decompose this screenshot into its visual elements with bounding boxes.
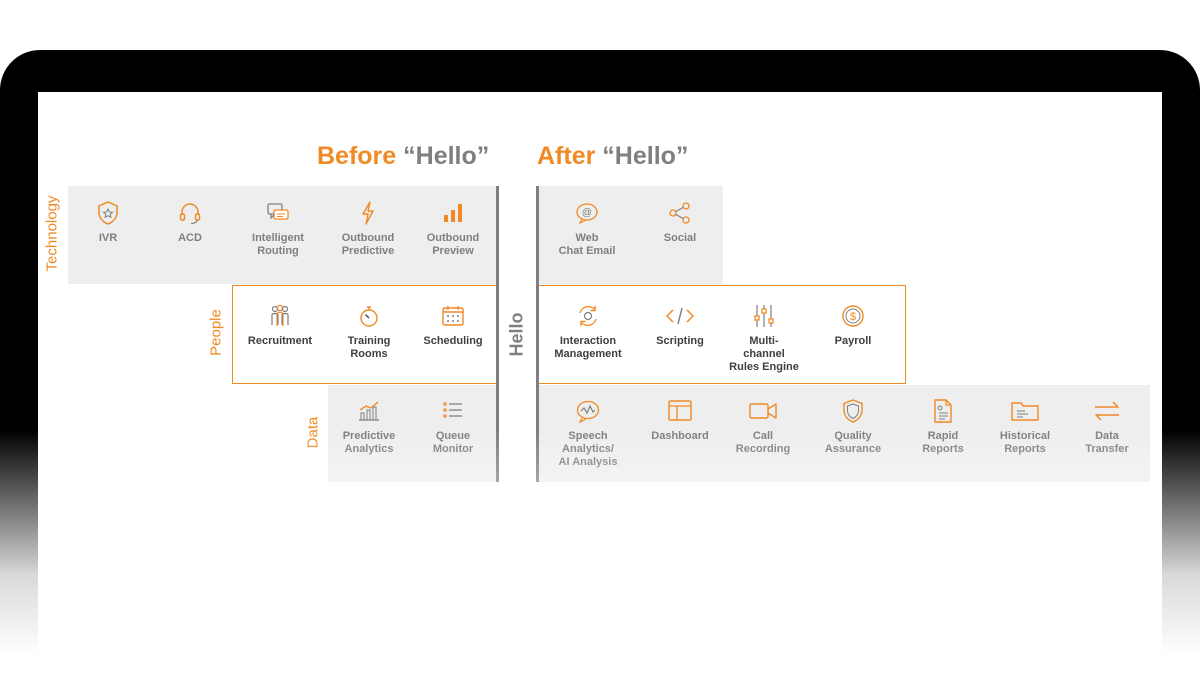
sliders-icon xyxy=(754,305,774,327)
bar-chart-icon xyxy=(444,204,462,222)
item-speech-analytics: Speech Analytics/ AI Analysis xyxy=(544,398,632,469)
item-label: Web Chat Email xyxy=(558,232,616,257)
item-payroll: $ Payroll xyxy=(809,303,897,348)
item-label: Historical Reports xyxy=(999,430,1051,455)
item-acd: ACD xyxy=(146,200,234,245)
calendar-icon xyxy=(442,306,464,326)
row-label-technology: Technology xyxy=(43,195,61,272)
before-divider xyxy=(496,186,499,482)
before-hello: “Hello” xyxy=(403,142,490,170)
item-queue-monitor: Queue Monitor xyxy=(409,398,497,456)
item-outbound-preview: Outbound Preview xyxy=(409,200,497,258)
item-dashboard: Dashboard xyxy=(636,398,724,443)
item-label: Quality Assurance xyxy=(824,430,882,455)
item-label: Training Rooms xyxy=(347,335,391,360)
item-data-transfer: Data Transfer xyxy=(1063,398,1151,456)
item-intelligent-routing: Intelligent Routing xyxy=(234,200,322,258)
dollar-coin-icon: $ xyxy=(842,305,864,327)
item-label: Predictive Analytics xyxy=(342,430,396,455)
transfer-arrows-icon xyxy=(1095,401,1119,421)
headset-icon xyxy=(179,203,201,225)
item-label: Data Transfer xyxy=(1085,430,1129,455)
item-label: ACD xyxy=(178,232,202,244)
row-label-data: Data xyxy=(304,416,322,449)
after-heading: After “Hello” xyxy=(537,142,688,171)
list-icon xyxy=(443,402,462,418)
item-label: Social xyxy=(663,232,697,244)
after-divider xyxy=(536,186,539,482)
item-label: Interaction Management xyxy=(554,335,622,360)
item-label: Intelligent Routing xyxy=(252,232,304,257)
video-camera-icon xyxy=(749,403,777,419)
item-label: IVR xyxy=(98,232,118,244)
refresh-cycle-icon xyxy=(579,305,597,327)
item-multichannel-rules-engine: Multi- channel Rules Engine xyxy=(720,303,808,374)
trend-chart-icon xyxy=(359,401,379,421)
stopwatch-icon xyxy=(360,306,378,327)
item-label: Speech Analytics/ AI Analysis xyxy=(558,430,618,468)
shield-icon xyxy=(843,399,863,423)
item-rapid-reports: Rapid Reports xyxy=(899,398,987,456)
lightning-icon xyxy=(362,201,374,225)
item-interaction-management: Interaction Management xyxy=(544,303,632,361)
shield-star-icon xyxy=(98,201,118,225)
item-label: Dashboard xyxy=(651,430,709,442)
item-scripting: Scripting xyxy=(636,303,724,348)
item-call-recording: Call Recording xyxy=(719,398,807,456)
item-web-chat-email: @ Web Chat Email xyxy=(543,200,631,258)
item-label: Payroll xyxy=(834,335,872,347)
at-sign-icon: @ xyxy=(576,203,598,225)
item-outbound-predictive: Outbound Predictive xyxy=(324,200,412,258)
item-predictive-analytics: Predictive Analytics xyxy=(325,398,413,456)
chat-bubbles-icon xyxy=(267,203,289,220)
item-quality-assurance: Quality Assurance xyxy=(809,398,897,456)
item-training-rooms: Training Rooms xyxy=(325,303,413,361)
folder-icon xyxy=(1011,402,1039,421)
before-technology-band xyxy=(68,186,496,284)
share-icon xyxy=(669,202,690,224)
speech-wave-icon xyxy=(576,400,600,424)
hello-label: Hello xyxy=(506,312,527,357)
svg-text:$: $ xyxy=(850,311,856,323)
before-heading: Before “Hello” xyxy=(317,142,489,171)
item-label: Scheduling xyxy=(423,335,483,347)
item-label: Recruitment xyxy=(247,335,313,347)
dashboard-icon xyxy=(668,400,692,421)
item-scheduling: Scheduling xyxy=(409,303,497,348)
item-label: Outbound Preview xyxy=(426,232,480,257)
item-social: Social xyxy=(636,200,724,245)
item-label: Multi- channel Rules Engine xyxy=(729,335,799,373)
row-label-people: People xyxy=(207,309,225,356)
item-ivr: IVR xyxy=(64,200,152,245)
after-technology-band xyxy=(538,186,723,284)
svg-text:@: @ xyxy=(582,208,592,219)
item-label: Rapid Reports xyxy=(922,430,964,455)
after-hello: “Hello” xyxy=(602,142,689,170)
item-label: Outbound Predictive xyxy=(341,232,395,257)
item-historical-reports: Historical Reports xyxy=(981,398,1069,456)
item-label: Queue Monitor xyxy=(432,430,474,455)
people-group-icon xyxy=(271,304,289,326)
item-label: Scripting xyxy=(656,335,704,347)
after-word: After xyxy=(537,142,596,170)
before-word: Before xyxy=(317,142,397,170)
item-label: Call Recording xyxy=(735,430,791,455)
report-document-icon xyxy=(934,399,952,423)
item-recruitment: Recruitment xyxy=(236,303,324,348)
code-icon xyxy=(665,307,695,325)
